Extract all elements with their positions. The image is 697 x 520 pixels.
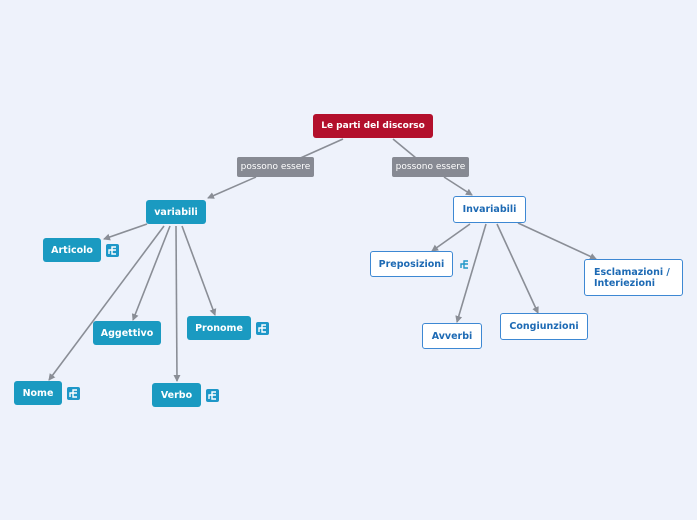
connector-left-variabili [207,176,257,199]
subtopics-icon[interactable] [206,389,219,402]
verbo-node[interactable]: Verbo [152,383,201,407]
subtopics-icon[interactable] [67,387,80,400]
connector-esclamazioni [517,222,597,260]
preposizioni-node[interactable]: Preposizioni [370,251,453,277]
congiunzioni-node[interactable]: Congiunzioni [500,313,588,340]
articolo-node[interactable]: Articolo [43,238,101,262]
nome-node[interactable]: Nome [14,381,62,405]
connector-root-right [392,138,417,159]
pronome-node[interactable]: Pronome [187,316,251,340]
connector-root-left [295,138,344,161]
subtopics-icon[interactable] [458,258,471,271]
connector-avverbi [455,223,487,323]
avverbi-node[interactable]: Avverbi [422,323,482,349]
connector-aggettivo [131,225,171,321]
relation-label-left[interactable]: possono essere [237,157,314,177]
invariabili-node[interactable]: Invariabili [453,196,526,223]
aggettivo-node[interactable]: Aggettivo [93,321,161,345]
connector-verbo [173,225,181,382]
connector-right-invariabili [443,176,473,196]
relation-label-right[interactable]: possono essere [392,157,469,177]
connector-articolo [103,223,148,241]
esclamazioni-node[interactable]: Esclamazioni / Interiezioni [584,259,683,296]
connector-nome [48,225,165,381]
root-topic-node[interactable]: Le parti del discorso [313,114,433,138]
subtopics-icon[interactable] [106,244,119,257]
connector-congiunzioni [496,223,539,314]
connector-preposizioni [431,223,471,252]
connector-pronome [181,225,217,316]
variabili-node[interactable]: variabili [146,200,206,224]
subtopics-icon[interactable] [256,322,269,335]
